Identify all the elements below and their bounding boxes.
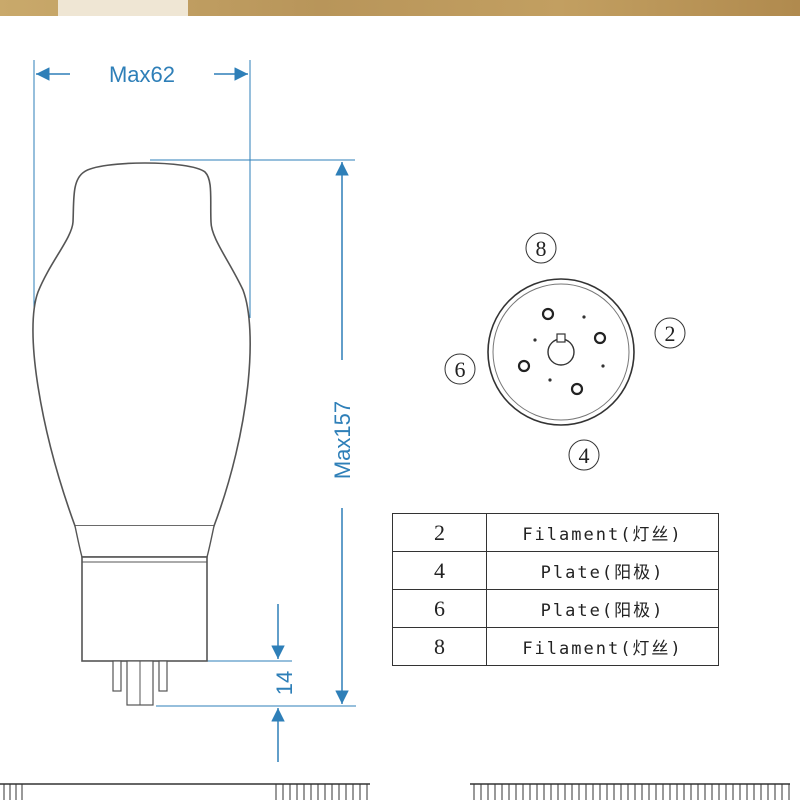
header-tab <box>58 0 188 16</box>
pin-function-cell: Plate(阳极) <box>486 551 719 590</box>
table-row: 4 Plate(阳极) <box>392 551 719 590</box>
pin-right <box>158 660 168 692</box>
pin-number-cell: 6 <box>392 589 487 628</box>
pin-label-4: 4 <box>579 443 590 468</box>
bottom-strip-ticks <box>3 784 790 800</box>
socket-pin-4 <box>570 382 584 396</box>
header-strip <box>0 0 800 16</box>
pin-left <box>112 660 122 692</box>
pin-label-circle-4 <box>568 439 600 471</box>
pin-label-8: 8 <box>536 236 547 261</box>
socket-dot <box>601 364 605 368</box>
height-dimension-label: Max157 <box>330 401 355 479</box>
pin-label-circle-8 <box>525 232 557 264</box>
bulb-neck <box>74 525 215 558</box>
glass-bulb-outline <box>32 162 251 527</box>
table-row: 8 Filament(灯丝) <box>392 627 719 666</box>
pin-number-cell: 2 <box>392 513 487 552</box>
socket-pin-8 <box>541 307 555 321</box>
pin-function-cell: Filament(灯丝) <box>486 627 719 666</box>
pin-function-cell: Filament(灯丝) <box>486 513 719 552</box>
socket-dot <box>582 315 586 319</box>
table-row: 6 Plate(阳极) <box>392 589 719 628</box>
pin-function-table: 2 Filament(灯丝) 4 Plate(阳极) 6 Plate(阳极) 8… <box>392 513 719 666</box>
pin-label-2: 2 <box>665 321 676 346</box>
width-dimension-label: Max62 <box>109 62 175 87</box>
pin-number-cell: 4 <box>392 551 487 590</box>
pin-label-circle-6 <box>444 353 476 385</box>
pin-label-circle-2 <box>654 317 686 349</box>
socket-pin-6 <box>517 359 531 373</box>
table-row: 2 Filament(灯丝) <box>392 513 719 552</box>
socket-pin-2 <box>593 331 607 345</box>
socket-inner-ring <box>492 283 630 421</box>
socket-dot <box>548 378 552 382</box>
pin-label-6: 6 <box>455 357 466 382</box>
tube-base <box>81 556 208 662</box>
socket-dot <box>533 338 537 342</box>
pin-function-cell: Plate(阳极) <box>486 589 719 628</box>
pin-number-cell: 8 <box>392 627 487 666</box>
socket-center-hole <box>547 338 575 366</box>
pin-length-label: 14 <box>272 671 297 695</box>
socket-key-notch <box>556 333 566 343</box>
